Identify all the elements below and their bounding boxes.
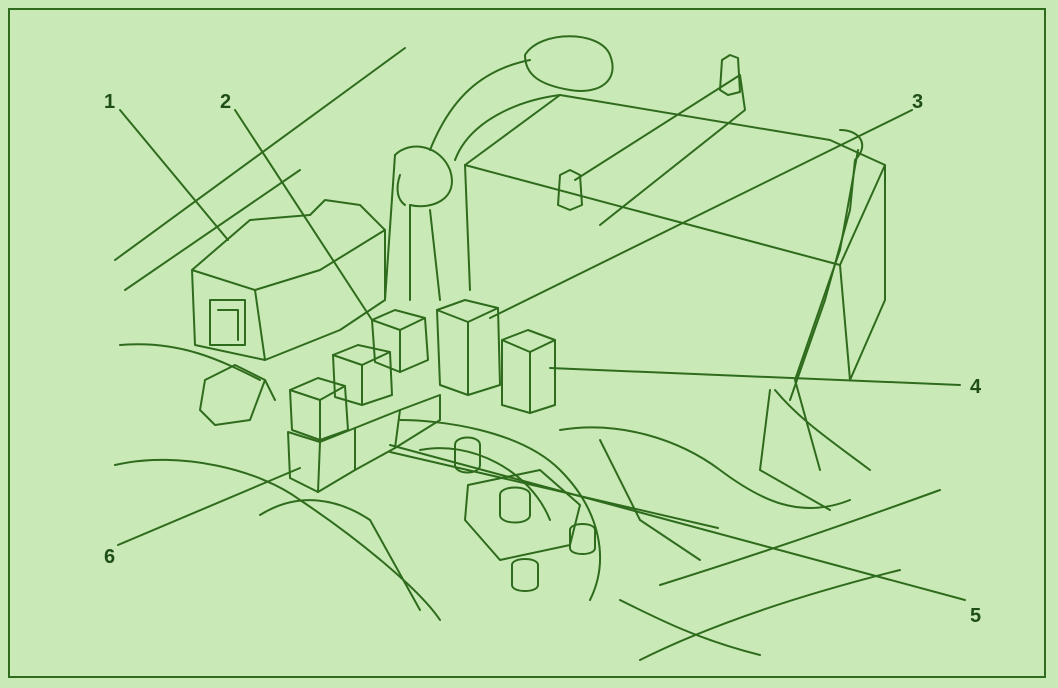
leader-5b	[389, 451, 719, 529]
relay-cluster	[287, 299, 556, 493]
callout-1: 1	[104, 91, 115, 113]
callout-6: 6	[104, 546, 115, 568]
leader-6	[117, 467, 301, 546]
fuse-box	[191, 199, 386, 426]
panel-line-lower	[124, 169, 301, 291]
callout-3: 3	[912, 91, 923, 113]
panel-line-upper	[114, 47, 406, 261]
callout-2: 2	[220, 91, 231, 113]
leader-1	[119, 109, 229, 241]
wire-harness	[384, 35, 614, 301]
diagram-frame	[8, 8, 1046, 678]
callout-5: 5	[970, 605, 981, 627]
leader-2	[234, 109, 373, 321]
leader-lines	[117, 109, 966, 601]
engine-components	[114, 343, 941, 661]
leader-4	[549, 367, 961, 386]
callout-labels: 1 2 3 4 5 6	[104, 91, 982, 627]
callout-4: 4	[970, 376, 982, 398]
battery	[464, 54, 886, 471]
leader-3	[489, 109, 913, 319]
leader-5	[389, 444, 966, 601]
